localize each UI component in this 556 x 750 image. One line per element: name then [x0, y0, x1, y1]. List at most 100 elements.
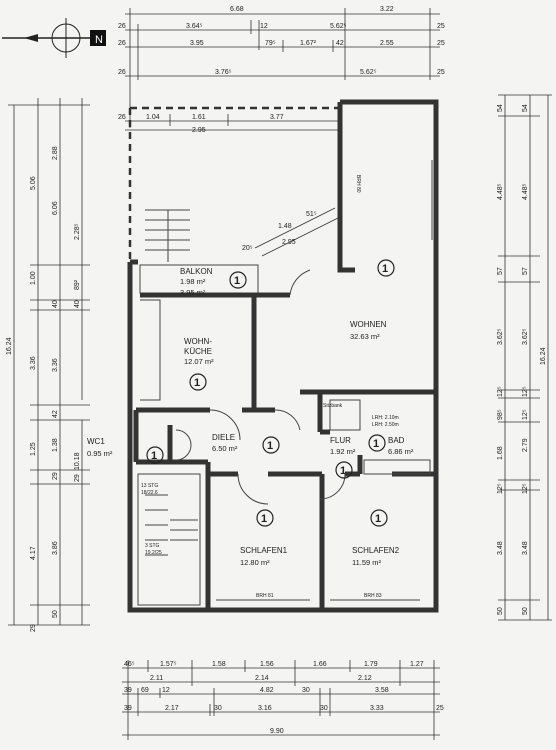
dim-bot-3c: 12: [162, 687, 170, 694]
dim-left-c2a: 5.06: [30, 176, 37, 190]
dim-left-c2d: 1.25: [30, 442, 37, 456]
dim-top-2e: 25: [437, 23, 445, 30]
room-area-balkon-2: 3.95 m²: [180, 288, 206, 297]
dim-bot-1g: 1.27: [410, 661, 424, 668]
dim-top-5a: 26: [118, 114, 126, 121]
note-sitzbank: Sitzbank: [323, 403, 343, 409]
dim-angle-c: 51⁵: [306, 211, 317, 218]
room-name-schlafen1: SCHLAFEN1: [240, 546, 288, 555]
room-name-schlafen2: SCHLAFEN2: [352, 546, 400, 555]
dim-bot-1e: 1.66: [313, 661, 327, 668]
dim-top-3d: 1.67²: [300, 40, 317, 47]
dim-right-c2h: 12⁵: [522, 483, 529, 494]
room-bad: BAD 6.86 m² 1: [368, 434, 414, 456]
dim-left-c4c: 40: [74, 300, 81, 308]
unit-marker: 1: [261, 513, 267, 525]
unit-marker: 1: [194, 377, 200, 389]
room-name-flur: FLUR: [330, 436, 351, 445]
dim-top-5d: 3.77: [270, 114, 284, 121]
dim-bot-4c: 30: [214, 705, 222, 712]
room-area-balkon-1: 1.98 m²: [180, 277, 206, 286]
dim-right-c1a: 54: [497, 104, 504, 112]
dim-left-c2c: 3.36: [30, 356, 37, 370]
note-brh80: BRH 80: [355, 175, 361, 193]
room-name-wohnkueche-1: WOHN-: [184, 337, 212, 346]
room-area-wc: 0.95 m²: [87, 449, 113, 458]
room-name-wohnen: WOHNEN: [350, 320, 387, 329]
dim-right-c1b: 4.48⁵: [497, 183, 504, 200]
note-lrh1: LRH: 2.10m: [372, 415, 399, 421]
dim-top-2a: 26: [118, 23, 126, 30]
room-name-wc: WC1: [87, 437, 105, 446]
dim-angle-d: 2.95: [282, 239, 296, 246]
note-stg3: 3 STG: [145, 543, 160, 549]
note-stg3b: 19.2/25: [145, 550, 162, 556]
room-name-balkon: BALKON: [180, 267, 213, 276]
dim-left-c3c: 40: [52, 300, 59, 308]
dim-top-3a: 26: [118, 40, 126, 47]
note-brh81: BRH 81: [256, 593, 274, 599]
dim-top-4a: 26: [118, 69, 126, 76]
room-balkon: BALKON 1.98 m² 3.95 m² 1: [180, 267, 247, 297]
dim-left-c2b: 1.00: [30, 271, 37, 285]
room-area-schlafen2: 11.59 m²: [352, 558, 382, 567]
room-wohnkueche: WOHN- KÜCHE 12.07 m² 1: [184, 337, 214, 391]
dim-bot-3d: 4.82: [260, 687, 274, 694]
room-name-bad: BAD: [388, 436, 405, 445]
dim-left-c4d: 29: [74, 474, 81, 482]
dim-bot-3e: 30: [302, 687, 310, 694]
walls: [127, 99, 439, 613]
dim-bot-1f: 1.79: [364, 661, 378, 668]
dim-right-c1j: 50: [497, 607, 504, 615]
room-area-schlafen1: 12.80 m²: [240, 558, 270, 567]
note-lrh2: LRH: 2.50m: [372, 422, 399, 428]
dim-top-4b: 3.76⁵: [215, 69, 232, 76]
dim-top-5c: 1.61: [192, 114, 206, 121]
dim-top-1a: 6.68: [230, 6, 244, 13]
dim-bot-2a: 2.11: [150, 675, 163, 682]
room-diele: DIELE 6.50 m² 1: [212, 433, 280, 454]
room-area-diele: 6.50 m²: [212, 444, 238, 453]
dim-bot-3a: 39: [124, 687, 132, 694]
dim-top-4d: 25: [437, 69, 445, 76]
dim-bot-1b: 1.57⁵: [160, 661, 177, 668]
room-area-wohnkueche: 12.07 m²: [184, 357, 214, 366]
dim-right-c2c: 57: [522, 267, 529, 275]
dim-bot-4a: 39: [124, 705, 132, 712]
dim-right-c2g: 2.79: [522, 438, 529, 452]
room-schlafen1: SCHLAFEN1 12.80 m² 1: [240, 509, 288, 567]
bottom-dimensions: 46⁵ 1.57⁵ 1.58 1.56 1.66 1.79 1.27 2.11 …: [122, 660, 444, 740]
dim-left-c3f: 1.38: [52, 438, 59, 452]
angled-dimension: 20⁵ 1.48 51⁵ 2.95: [242, 207, 343, 257]
dim-bot-3b: 69: [141, 687, 149, 694]
unit-marker: 1: [267, 440, 273, 452]
dim-right-c2e: 12⁵: [522, 386, 529, 397]
dim-right-c1c: 57: [497, 267, 504, 275]
dim-bot-4g: 25: [436, 705, 444, 712]
dim-left-c3a: 2.88: [52, 146, 59, 160]
unit-marker: 1: [234, 275, 240, 287]
dim-top-5b: 1.04: [146, 114, 160, 121]
dim-top-2c: 12: [260, 23, 268, 30]
unit-marker: 1: [382, 263, 388, 275]
dim-left-c3g: 29: [52, 472, 59, 480]
dim-top-3g: 25: [437, 40, 445, 47]
dim-right-c1g: 1.68: [497, 446, 504, 460]
dim-angle-b: 1.48: [278, 223, 292, 230]
dim-right-c1h: 12⁵: [497, 483, 504, 494]
room-name-wohnkueche-2: KÜCHE: [184, 347, 212, 356]
room-area-bad: 6.86 m²: [388, 447, 414, 456]
dim-right-c1i: 3.48: [497, 541, 504, 555]
dim-left-c4a: 2.28⁵: [74, 223, 81, 240]
dim-right-c2a: 54: [522, 104, 529, 112]
room-flur: FLUR 1.92 m² 1: [330, 436, 356, 479]
dim-top-3b: 3.95: [190, 40, 204, 47]
dim-bot-4e: 30: [320, 705, 328, 712]
dim-bot-4d: 3.16: [258, 705, 272, 712]
dim-left-c3h: 3.86: [52, 541, 59, 555]
note-stg13: 13 STG: [141, 483, 158, 489]
dim-right-c2j: 50: [522, 607, 529, 615]
dim-bot-4f: 3.33: [370, 705, 384, 712]
dim-right-c1e: 12⁵: [497, 386, 504, 397]
